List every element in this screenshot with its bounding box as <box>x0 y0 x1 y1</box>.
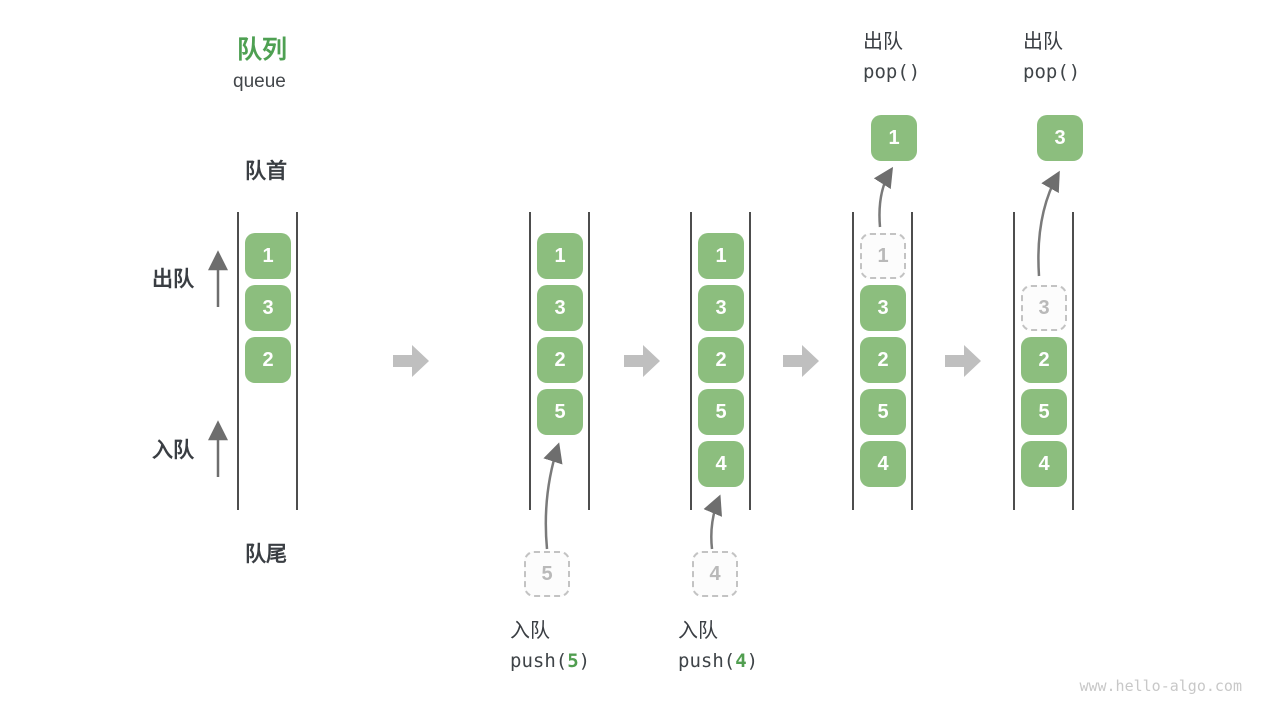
transition-arrow-icon <box>945 345 981 377</box>
queue-rear-label: 队尾 <box>245 543 287 566</box>
queue-item: 2 <box>1021 337 1067 383</box>
queue-item: 5 <box>537 389 583 435</box>
enqueue-direction-label: 入队 <box>152 439 194 462</box>
queue-item: 3 <box>245 285 291 331</box>
push-code: push(4) <box>678 652 758 671</box>
push-operation-caption: 入队 push(4) <box>678 621 758 671</box>
queue-item: 5 <box>860 389 906 435</box>
push-code: push(5) <box>510 652 590 671</box>
popped-item-box: 3 <box>1037 115 1083 161</box>
diagram-title-en: queue <box>233 71 286 92</box>
pop-label-zh: 出队 <box>1023 31 1063 53</box>
queue-item: 2 <box>860 337 906 383</box>
queue-item: 2 <box>537 337 583 383</box>
push-code-arg: 5 <box>567 650 579 672</box>
pop-operation-caption: 出队 pop() <box>863 32 920 82</box>
queue-item: 4 <box>1021 441 1067 487</box>
queue-front-label: 队首 <box>245 160 287 183</box>
push-code-prefix: push( <box>678 650 736 672</box>
queue-item: 5 <box>1021 389 1067 435</box>
queue-item: 4 <box>698 441 744 487</box>
queue-state-after-push-4: 1 3 2 5 4 <box>690 212 751 510</box>
push-code-prefix: push( <box>510 650 568 672</box>
push-label-zh: 入队 <box>678 620 718 642</box>
queue-item: 2 <box>698 337 744 383</box>
watermark: www.hello-algo.com <box>1079 677 1242 695</box>
pop-code: pop() <box>863 61 921 83</box>
queue-item: 2 <box>245 337 291 383</box>
pop-operation-caption: 出队 pop() <box>1023 32 1080 82</box>
queue-state-after-pop-1: 1 3 2 5 4 <box>852 212 913 510</box>
queue-item: 3 <box>537 285 583 331</box>
queue-item: 3 <box>698 285 744 331</box>
popped-item-box: 1 <box>871 115 917 161</box>
dequeue-direction-label: 出队 <box>152 268 194 291</box>
pop-code: pop() <box>1023 61 1081 83</box>
diagram-title-zh: 队列 <box>237 36 288 64</box>
push-label-zh: 入队 <box>510 620 550 642</box>
transition-arrow-icon <box>393 345 429 377</box>
push-code-suffix: ) <box>746 650 759 672</box>
queue-state-initial: 1 3 2 <box>237 212 298 510</box>
queue-state-after-push-5: 1 3 2 5 <box>529 212 590 510</box>
transition-arrow-icon <box>783 345 819 377</box>
queue-item: 4 <box>860 441 906 487</box>
push-operation-caption: 入队 push(5) <box>510 621 590 671</box>
transition-arrow-icon <box>624 345 660 377</box>
queue-item-removed-ghost: 1 <box>860 233 906 279</box>
push-code-suffix: ) <box>578 650 591 672</box>
queue-item: 1 <box>245 233 291 279</box>
queue-item: 3 <box>860 285 906 331</box>
queue-item: 5 <box>698 389 744 435</box>
queue-item: 1 <box>537 233 583 279</box>
pop-label-zh: 出队 <box>863 31 903 53</box>
push-code-arg: 4 <box>735 650 747 672</box>
queue-item: 1 <box>698 233 744 279</box>
push-source-ghost-box: 4 <box>692 551 738 597</box>
push-source-ghost-box: 5 <box>524 551 570 597</box>
queue-state-after-pop-3: 3 2 5 4 <box>1013 212 1074 510</box>
queue-item-removed-ghost: 3 <box>1021 285 1067 331</box>
